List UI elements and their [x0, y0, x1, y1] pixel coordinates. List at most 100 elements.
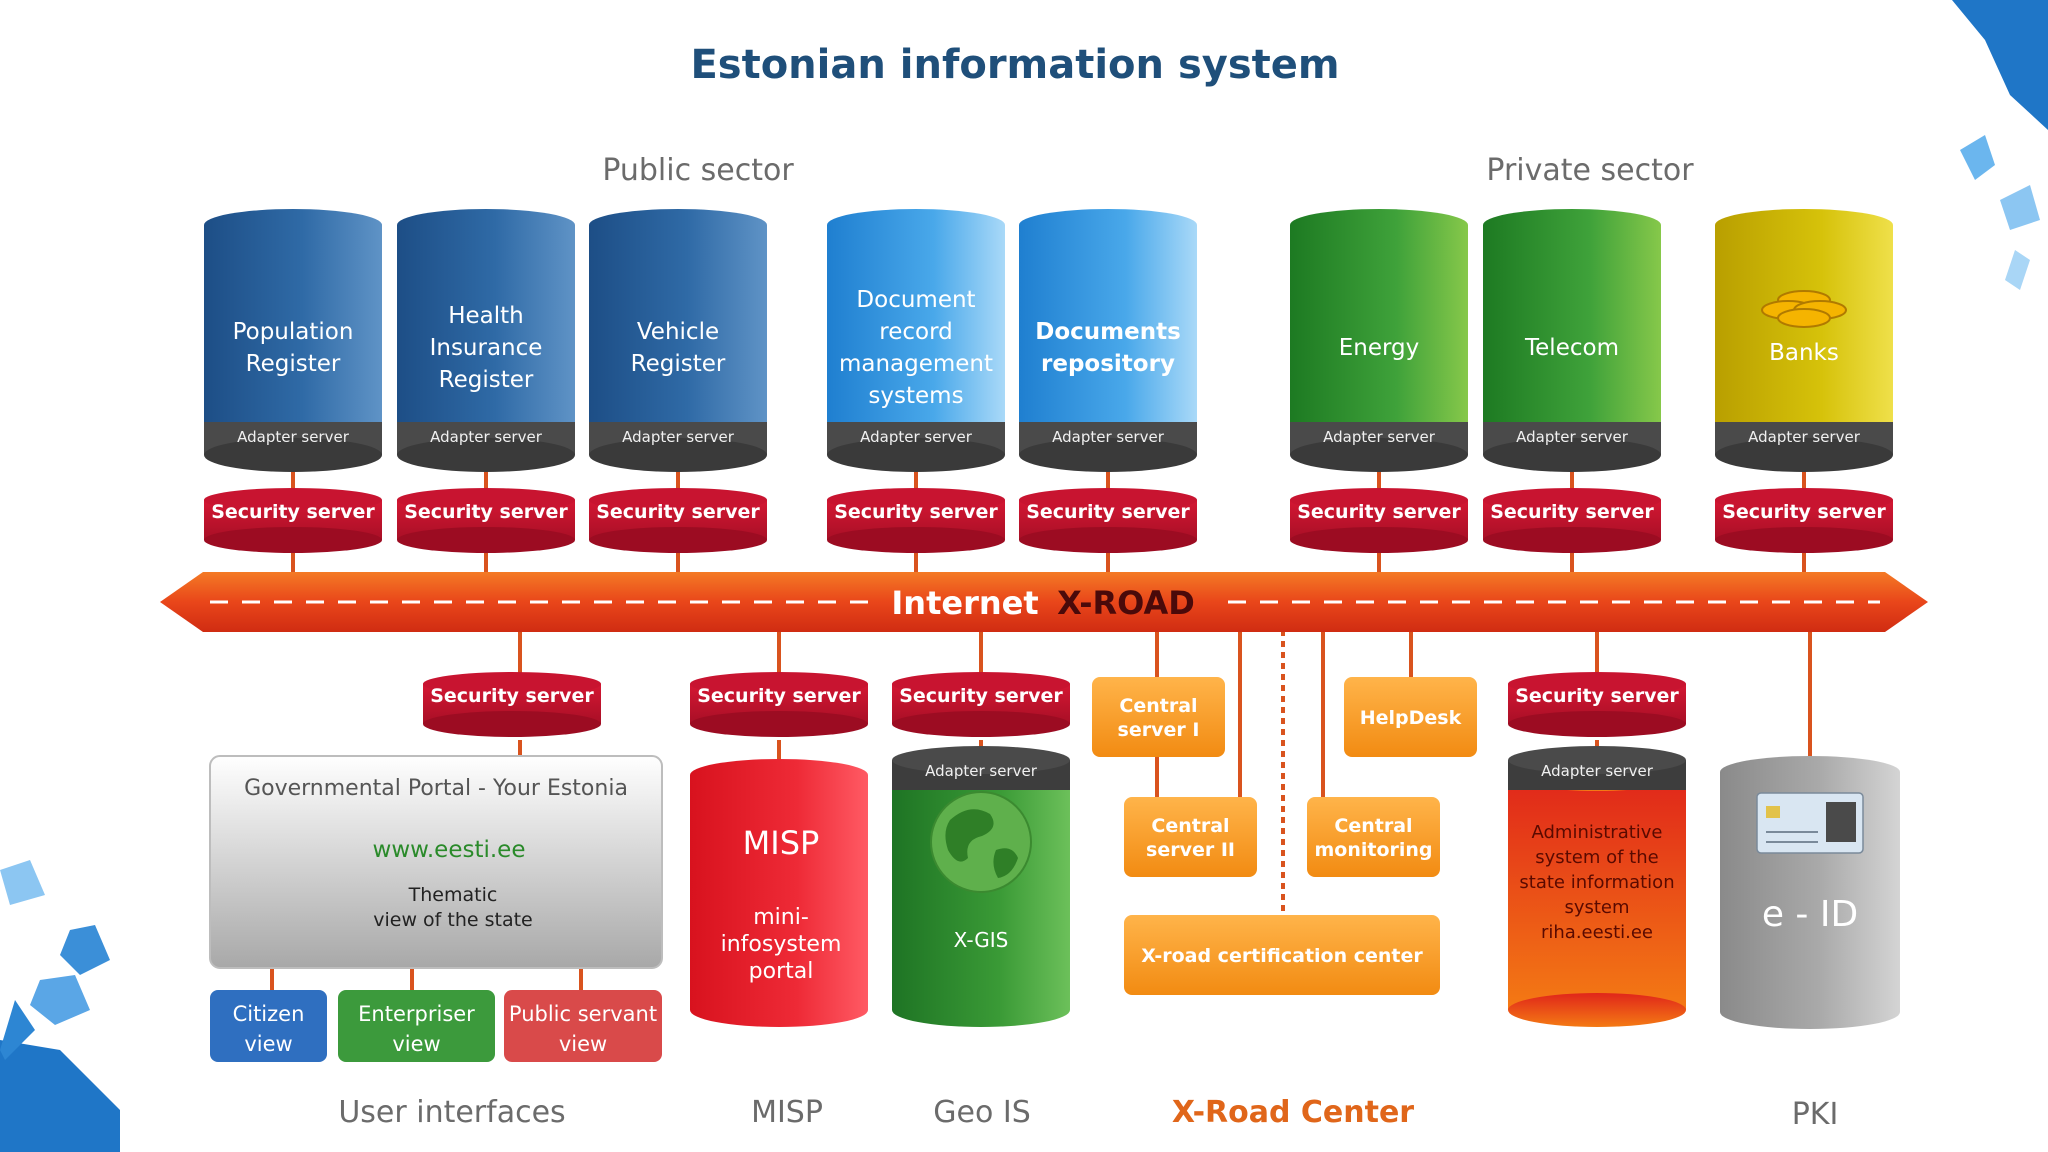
snowflake-icon: [60, 925, 110, 975]
bottom-label-xroad-center: X-Road Center: [1172, 1095, 1414, 1130]
security-server-top: [204, 488, 382, 512]
coins-icon: [1761, 290, 1847, 328]
security-server-label: Security server: [596, 501, 760, 523]
cylinder-top: [690, 759, 868, 791]
eid-cylinder: e - ID: [1720, 756, 1900, 1029]
portal-desc-line-2: view of the state: [373, 909, 533, 931]
cylinder-top: [204, 209, 382, 241]
security-server-top: [397, 488, 575, 512]
snowflake-icon: [2000, 185, 2040, 230]
misp-label: mini-: [753, 905, 809, 930]
database-label: Register: [631, 351, 726, 377]
security-server-bottom: [423, 711, 601, 737]
cylinder-bottom: [589, 438, 767, 472]
security-server-label: Security server: [404, 501, 568, 523]
adapter-top: [892, 746, 1070, 774]
database-label: Energy: [1339, 335, 1420, 361]
security-server-row-top: Security server Security server Security s…: [204, 488, 1893, 553]
certification-center: X-road certification center: [1124, 915, 1440, 995]
adapter-server-label: Adapter server: [925, 762, 1038, 780]
database-label: Telecom: [1524, 335, 1619, 361]
security-server-bottom: [1715, 527, 1893, 553]
page-title: Estonian information system: [690, 42, 1339, 88]
snowflake-icon: [0, 860, 45, 905]
portal-box: [209, 755, 663, 969]
view-button-bg[interactable]: [210, 990, 327, 1062]
portal-title: Governmental Portal - Your Estonia: [244, 776, 628, 801]
adapter-server-label: Adapter server: [237, 428, 350, 446]
certification-center-bg: [1124, 915, 1440, 995]
cylinder-body: [397, 225, 575, 455]
view-button-label: Enterpriser: [358, 1002, 475, 1026]
eid-label: e - ID: [1762, 894, 1858, 935]
cylinder-bottom: [892, 993, 1070, 1027]
cylinder-top: [827, 209, 1005, 241]
view-button[interactable]: Citizen view: [210, 990, 327, 1062]
security-server: Security server: [827, 488, 1005, 553]
adapter-server-label: Adapter server: [1748, 428, 1861, 446]
central-server-2-label: Central: [1151, 815, 1229, 837]
cylinder-bottom: [1019, 438, 1197, 472]
view-button-bg[interactable]: [338, 990, 495, 1062]
certification-center-label: X-road certification center: [1141, 945, 1423, 967]
misp-label: portal: [749, 959, 814, 984]
security-server-top: [423, 672, 601, 696]
cylinder-bottom: [397, 438, 575, 472]
xroad-label: X-ROAD: [1057, 584, 1195, 622]
security-server-bottom: [1508, 711, 1686, 737]
view-button-label: view: [244, 1032, 292, 1056]
security-server-bottom: [827, 527, 1005, 553]
view-button-bg[interactable]: [504, 990, 662, 1062]
snowflake-icon: [2005, 250, 2030, 290]
cylinder-bottom: [827, 438, 1005, 472]
security-server-top: [1019, 488, 1197, 512]
central-server-1-label: server I: [1118, 719, 1200, 741]
cylinder-bottom: [1720, 995, 1900, 1029]
security-server-label: Security server: [1297, 501, 1461, 523]
database-label: record: [879, 319, 952, 345]
security-server: Security server: [690, 672, 868, 737]
cylinder-top: [589, 209, 767, 241]
helpdesk-bg: [1344, 677, 1477, 757]
security-server-top: [1290, 488, 1468, 512]
security-server: Security server: [397, 488, 575, 553]
security-server-top: [589, 488, 767, 512]
governmental-portal: Governmental Portal - Your Estonia www.e…: [209, 755, 663, 969]
cylinder-body: [690, 775, 868, 1010]
central-server-2-label: server II: [1146, 839, 1235, 861]
security-server-label: Security server: [1515, 685, 1679, 707]
helpdesk-label: HelpDesk: [1360, 707, 1462, 729]
admin-label: state information: [1519, 872, 1674, 893]
security-server-label: Security server: [1026, 501, 1190, 523]
bottom-label-geo: Geo IS: [933, 1095, 1031, 1130]
misp-title: MISP: [743, 824, 820, 862]
database-label: management: [839, 351, 993, 377]
snowflake-icon: [0, 1000, 35, 1060]
geo-label: X-GIS: [954, 928, 1009, 952]
cylinder-top: [1290, 209, 1468, 241]
security-server-bottom: [1019, 527, 1197, 553]
view-button-label: Citizen: [233, 1002, 305, 1026]
database-cylinder: Adapter serverDocumentrecordmanagementsy…: [827, 209, 1005, 472]
database-label: Population: [233, 319, 354, 345]
security-server-top: [690, 672, 868, 696]
bottom-label-pki: PKI: [1792, 1097, 1839, 1132]
cylinder-top: [1483, 209, 1661, 241]
adapter-server-label: Adapter server: [860, 428, 973, 446]
admin-label: system: [1564, 897, 1629, 918]
admin-label: riha.eesti.ee: [1541, 922, 1653, 943]
adapter-server-label: Adapter server: [622, 428, 735, 446]
